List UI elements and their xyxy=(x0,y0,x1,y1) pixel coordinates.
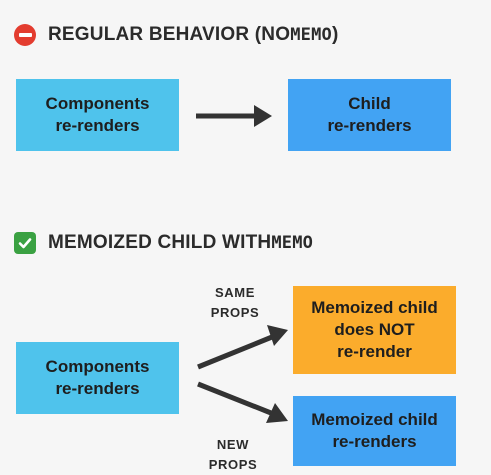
child-rerender-box: Child re-renders xyxy=(288,79,451,151)
child-box-line1: Child xyxy=(348,94,391,113)
memo-components-rerender-box: Components re-renders xyxy=(16,342,179,414)
no-rerender-line2-prefix: does xyxy=(334,320,379,339)
memoized-rerenders-box: Memoized child re-renders xyxy=(293,396,456,466)
memo-rerenders-line1: Memoized child xyxy=(311,410,438,429)
new-props-line2: PROPS xyxy=(208,457,258,472)
components-rerender-box: Components re-renders xyxy=(16,79,179,151)
memoized-no-rerender-box: Memoized child does NOT re-render xyxy=(293,286,456,374)
memo-rerenders-line2: re-renders xyxy=(332,432,417,451)
no-entry-icon xyxy=(14,24,36,46)
memo-heading-code: MEMO xyxy=(271,233,314,253)
rerender-arrow xyxy=(196,105,272,127)
memo-components-box-line2: re-renders xyxy=(55,379,140,398)
no-rerender-line3: re-render xyxy=(337,342,412,361)
same-props-line2: PROPS xyxy=(210,305,260,320)
new-props-label: NEW PROPS xyxy=(198,435,268,475)
regular-behavior-heading: REGULAR BEHAVIOR (NO MEMO) xyxy=(14,24,339,46)
no-rerender-line2: does NOT xyxy=(334,319,414,341)
memo-components-box-line1: Components xyxy=(45,357,150,376)
memo-heading-prefix: MEMOIZED CHILD WITH xyxy=(48,232,272,253)
regular-heading-prefix: REGULAR BEHAVIOR (NO xyxy=(48,24,291,45)
check-mark-icon xyxy=(14,232,36,254)
child-box-line2: re-renders xyxy=(327,116,412,135)
same-props-arrow xyxy=(197,325,288,370)
regular-heading-code: MEMO xyxy=(290,25,332,45)
components-box-line2: re-renders xyxy=(55,116,140,135)
components-box-line1: Components xyxy=(45,94,150,113)
no-rerender-line2-not: NOT xyxy=(378,320,415,339)
same-props-line1: SAME xyxy=(215,285,255,300)
new-props-arrow xyxy=(197,381,288,423)
no-rerender-line1: Memoized child xyxy=(311,298,438,317)
new-props-line1: NEW xyxy=(216,437,250,452)
memoized-child-heading: MEMOIZED CHILD WITH MEMO xyxy=(14,232,313,254)
regular-heading-suffix: ) xyxy=(331,24,339,45)
same-props-label: SAME PROPS xyxy=(200,283,270,323)
